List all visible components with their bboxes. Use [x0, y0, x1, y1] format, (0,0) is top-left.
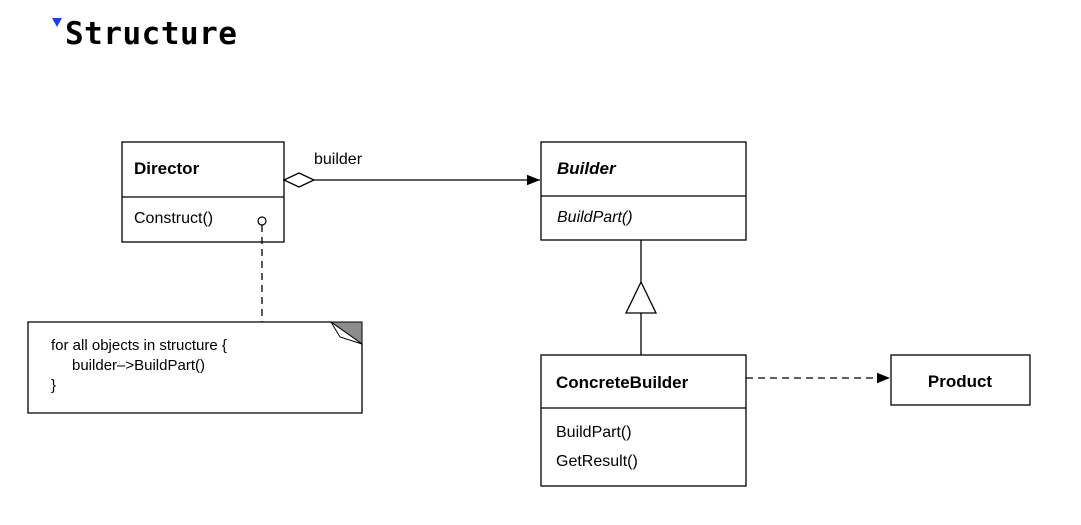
class-builder: Builder BuildPart(): [540, 141, 747, 241]
note: for all objects in structure { builder–>…: [27, 321, 363, 414]
class-name-builder: Builder: [557, 159, 617, 178]
class-name-director: Director: [134, 159, 200, 178]
association-label-builder: builder: [314, 151, 363, 168]
note-fold-flap: [330, 321, 363, 345]
aggregation-link: builder: [282, 151, 540, 188]
note-line-3: }: [51, 377, 56, 394]
section-title: Structure: [65, 16, 238, 52]
operation-construct: Construct(): [134, 210, 213, 227]
class-product: Product: [890, 354, 1031, 406]
operation-buildpart: BuildPart(): [556, 424, 632, 441]
aggregation-diamond: [282, 172, 316, 188]
class-director: Director Construct(): [121, 141, 285, 243]
section-heading: Structure: [52, 12, 237, 56]
class-name-product: Product: [928, 372, 993, 391]
class-concrete-builder: ConcreteBuilder BuildPart() GetResult(): [540, 354, 747, 487]
note-line-2: builder–>BuildPart(): [72, 357, 205, 374]
operation-buildpart-abstract: BuildPart(): [557, 209, 633, 226]
inheritance-link: [624, 240, 658, 355]
note-anchor-circle: [257, 216, 267, 226]
class-name-concrete-builder: ConcreteBuilder: [556, 373, 689, 392]
triangle-down-icon[interactable]: [52, 18, 62, 27]
operation-getresult: GetResult(): [556, 453, 638, 470]
note-line-1: for all objects in structure {: [51, 337, 227, 354]
inheritance-triangle: [624, 280, 658, 314]
